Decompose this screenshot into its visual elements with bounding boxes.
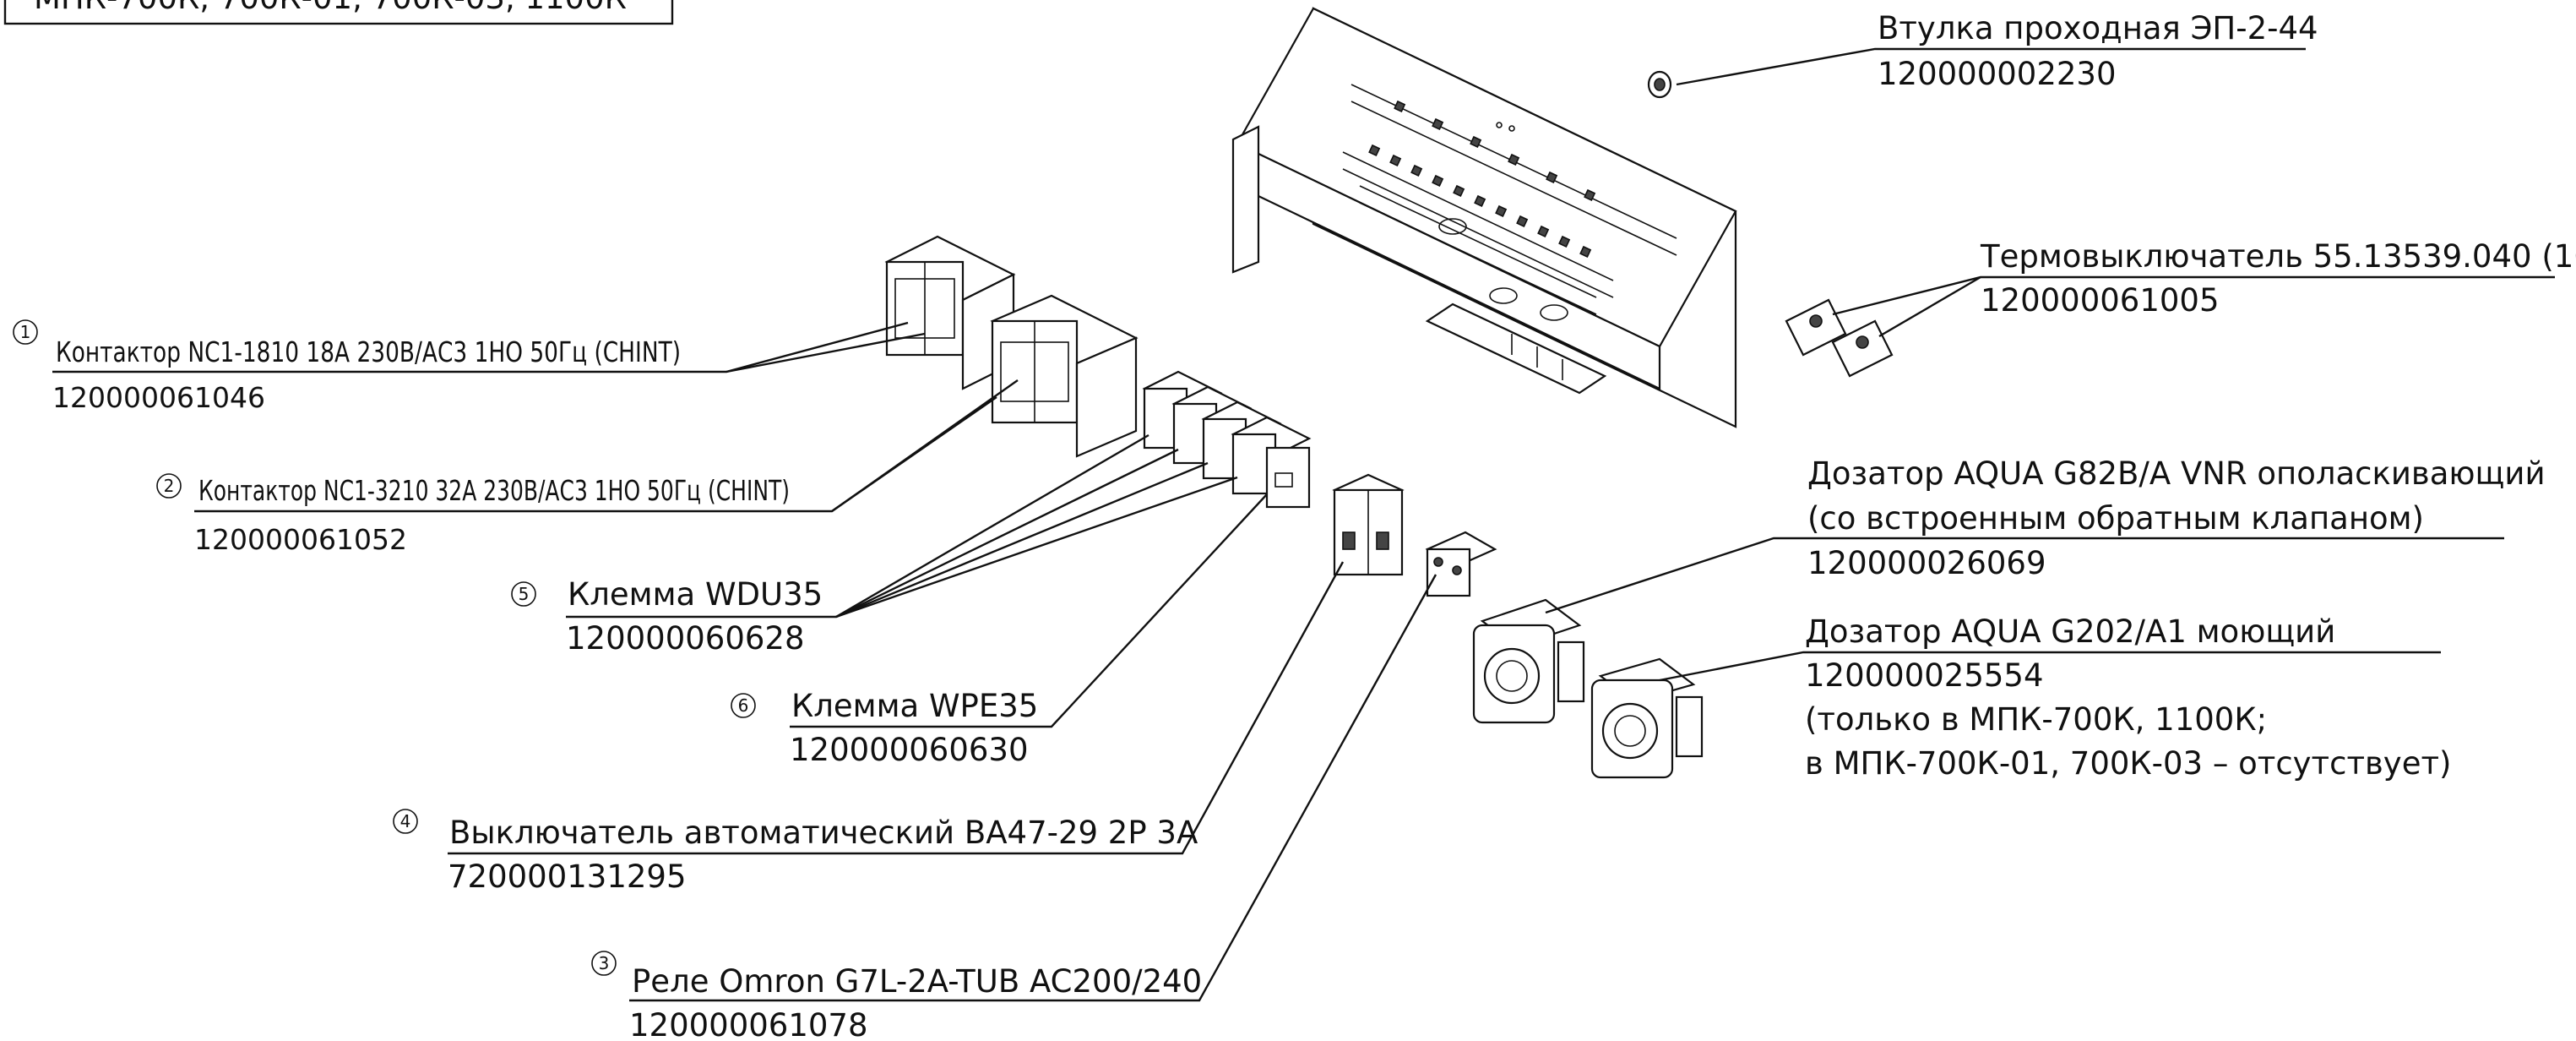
callout-wpe: 6 Клемма WPE35 120000060630 <box>731 688 1038 768</box>
relay-part <box>1425 531 1497 597</box>
wash-note-line1: (только в МПК-700К, 1100К; <box>1805 701 2267 738</box>
rinse-code: 120000026069 <box>1807 545 2046 581</box>
breaker-code: 720000131295 <box>448 858 687 895</box>
title-box: МПК-700К, 700К-01, 700К-03, 1100К <box>3 0 674 25</box>
wdu-label: Клемма WDU35 <box>568 576 823 613</box>
wash-note-line2: в МПК-700К-01, 700К-03 – отсутствует) <box>1805 745 2451 782</box>
item-number: 2 <box>164 476 175 496</box>
item-number: 1 <box>20 322 31 342</box>
rinse-dispenser-part <box>1472 598 1585 724</box>
callout-bushing: Втулка проходная ЭП-2-44 120000002230 <box>1878 10 2318 92</box>
callout-thermo: Термовыключатель 55.13539.040 (160°С) 12… <box>1980 238 2576 319</box>
callout-relay: 3 Реле Omron G7L-2A-TUB AC200/240 120000… <box>591 951 1202 1041</box>
bushing-label: Втулка проходная ЭП-2-44 <box>1878 10 2318 46</box>
callout-wdu: 5 Клемма WDU35 120000060628 <box>511 576 823 657</box>
thermo-code: 120000061005 <box>1981 282 2220 319</box>
bushing-part <box>1647 70 1672 99</box>
wdu-code: 120000060628 <box>566 620 805 657</box>
contactor-2-parts <box>990 294 1139 458</box>
contactor-2-label: Контактор NC1-3210 32А 230В/АС3 1НО 50Гц… <box>198 474 790 507</box>
wpe-label: Клемма WPE35 <box>791 688 1038 724</box>
contactor-1-label: Контактор NC1-1810 18А 230В/АС3 1НО 50Гц… <box>56 335 681 368</box>
item-number: 3 <box>599 953 610 973</box>
relay-label: Реле Omron G7L-2A-TUB AC200/240 <box>632 963 1202 1000</box>
wpe-code: 120000060630 <box>790 732 1029 768</box>
rinse-label-line2: (со встроенным обратным клапаном) <box>1807 500 2424 537</box>
bushing-code: 120000002230 <box>1878 56 2117 92</box>
item-number-circle <box>156 473 182 499</box>
item-number-circle <box>13 319 38 345</box>
contactor-2-code: 120000061052 <box>194 523 407 556</box>
electrical-box <box>1231 7 1737 428</box>
item-number-circle <box>511 581 536 607</box>
contactor-1-code: 120000061046 <box>52 381 265 414</box>
callout-wash-dispenser: Дозатор AQUA G202/A1 моющий 120000025554… <box>1805 613 2451 782</box>
relay-code: 120000061078 <box>629 1007 868 1041</box>
item-number-circle <box>393 809 418 834</box>
thermo-label: Термовыключатель 55.13539.040 (160°С) <box>1980 238 2576 275</box>
item-number: 6 <box>738 695 749 716</box>
item-number: 4 <box>400 811 411 831</box>
wpe-terminal-part <box>1265 446 1311 509</box>
callout-breaker: 4 Выключатель автоматический ВА47-29 2Р … <box>393 809 1198 895</box>
wash-code: 120000025554 <box>1805 657 2044 694</box>
callout-contactor-2: 2 Контактор NC1-3210 32А 230В/АС3 1НО 50… <box>156 473 790 556</box>
leader-lines <box>52 47 2555 1002</box>
wash-dispenser-part <box>1590 657 1704 779</box>
callout-contactor-1: 1 Контактор NC1-1810 18А 230В/АС3 1НО 50… <box>13 319 681 414</box>
wash-label: Дозатор AQUA G202/A1 моющий <box>1805 613 2335 650</box>
title-box-text: МПК-700К, 700К-01, 700К-03, 1100К <box>34 0 627 16</box>
item-number-circle <box>731 693 756 718</box>
breaker-label: Выключатель автоматический ВА47-29 2Р 3А <box>449 815 1198 851</box>
callout-rinse-dispenser: Дозатор AQUA G82B/A VNR ополаскивающий (… <box>1807 455 2546 581</box>
item-number-circle <box>591 951 617 976</box>
terminal-row <box>1368 100 1596 259</box>
thermostat-parts <box>1785 298 1894 378</box>
rinse-label-line1: Дозатор AQUA G82B/A VNR ополаскивающий <box>1807 455 2546 492</box>
item-number: 5 <box>519 584 530 604</box>
breaker-part <box>1332 473 1405 576</box>
